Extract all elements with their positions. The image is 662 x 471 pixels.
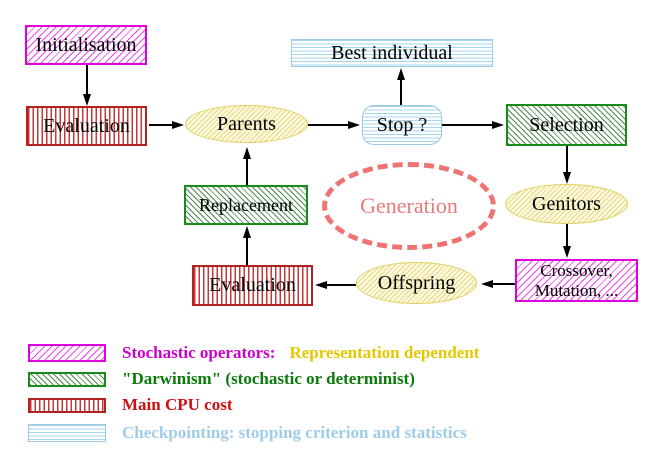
legend-row-darwinism: "Darwinism" (stochastic or determinist) xyxy=(122,369,415,388)
legend-swatch-green-diagonal-hatch xyxy=(28,372,106,387)
node-evaluation-bottom-label: Evaluation xyxy=(209,274,296,296)
node-replacement: Replacement xyxy=(184,185,308,225)
node-crossover-line2: Mutation, ... xyxy=(534,280,619,300)
node-initialisation: Initialisation xyxy=(25,25,147,65)
legend-label-stochastic-operators: Stochastic operators: xyxy=(122,343,276,362)
legend-row-checkpointing: Checkpointing: stopping criterion and st… xyxy=(122,423,467,442)
legend-swatch-red-vertical-stripes xyxy=(28,398,106,413)
node-offspring: Offspring xyxy=(356,262,477,304)
node-stop: Stop ? xyxy=(362,105,442,145)
node-parents-label: Parents xyxy=(217,112,276,135)
node-genitors-label: Genitors xyxy=(532,192,601,215)
node-stop-label: Stop ? xyxy=(376,113,428,136)
legend-row-stochastic-operators: Stochastic operators: Representation dep… xyxy=(122,343,480,362)
legend-swatch-cyan-horizontal-stripes xyxy=(28,424,106,442)
node-generation-cycle: Generation xyxy=(322,162,496,250)
node-selection: Selection xyxy=(506,104,627,146)
legend-label-darwinism: "Darwinism" (stochastic or determinist) xyxy=(122,369,415,388)
node-evaluation-top-label: Evaluation xyxy=(43,114,130,137)
node-offspring-label: Offspring xyxy=(377,271,456,294)
node-initialisation-label: Initialisation xyxy=(35,33,137,56)
legend-label-main-cpu-cost: Main CPU cost xyxy=(122,395,233,414)
node-evaluation-bottom: Evaluation xyxy=(192,265,313,306)
node-selection-label: Selection xyxy=(529,113,604,136)
node-genitors: Genitors xyxy=(505,184,628,224)
node-evaluation-top: Evaluation xyxy=(26,106,147,146)
node-best-individual: Best individual xyxy=(291,39,493,67)
node-parents: Parents xyxy=(185,105,308,143)
legend-row-main-cpu-cost: Main CPU cost xyxy=(122,395,233,414)
legend-label-representation-dependent: Representation dependent xyxy=(289,343,480,362)
node-replacement-label: Replacement xyxy=(199,194,293,215)
node-generation-label: Generation xyxy=(360,193,458,218)
node-best-individual-label: Best individual xyxy=(331,41,453,64)
node-crossover-mutation: Crossover, Mutation, ... xyxy=(515,259,638,302)
node-crossover-line1: Crossover, xyxy=(540,260,613,280)
legend-label-checkpointing: Checkpointing: stopping criterion and st… xyxy=(122,423,467,442)
legend-swatch-magenta-diagonal-hatch xyxy=(28,344,106,362)
